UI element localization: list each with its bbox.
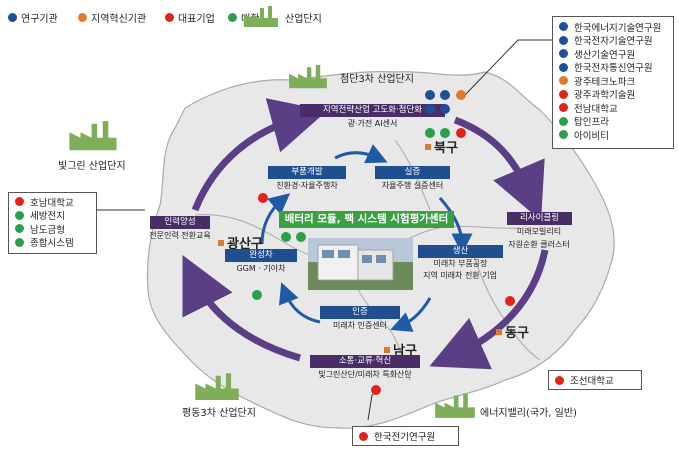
map-dot-university [252,290,262,300]
node-saengsan-sub2: 지역 미래차 전환 기업 [423,271,497,280]
list-dot [15,237,24,247]
node-buyong-sub: 친환경·자율주행차 [276,181,338,190]
energy-valley-label: 에너지밸리(국가, 일반) [480,408,577,419]
node-right-title: 리사이클링 [507,212,572,225]
legend-dot [8,13,17,22]
cheomdan3-label: 첨단3차 산업단지 [340,74,414,85]
map-dot-company [505,296,515,306]
node-silcheung-title: 실증 [375,166,450,179]
list-item: 한국에너지기술연구원 [553,20,673,34]
list-dot [559,89,568,99]
list-item: 한국전기연구원 [353,427,458,445]
list-dot [15,197,24,207]
list-dot [15,210,24,220]
node-wanseongcha-title: 완성차 [225,249,297,262]
district-marker [218,239,224,246]
list-item: 종합시스템 [9,236,96,249]
map-dot-university [281,232,291,242]
node-left-title: 인력양성 [150,216,210,229]
district-marker [384,346,390,353]
list-dot [559,22,568,32]
node-top-sub: 광·가전 AI센서 [347,119,398,128]
district-marker [496,328,502,335]
list-item: 광주테크노파크 [553,74,673,88]
legend-innovation: 지역혁신기관 [78,10,146,25]
district-buk: 북구 [425,137,458,156]
factory-icon [69,121,117,151]
map-dot-university [425,128,435,138]
list-dot [559,130,568,140]
map-dot-research [440,90,450,100]
legend-research: 연구기관 [8,10,58,25]
node-right-sub1: 미래모빌리티 [516,227,562,236]
center-title: 배터리 모듈, 팩 시스템 시험평가센터 [279,211,454,228]
map-dot-research [425,104,435,114]
node-saengsan-title: 생산 [418,245,503,258]
list-item: 한국전자기술연구원 [553,34,673,47]
institution-box-nam: 한국전기연구원 [352,426,459,446]
list-dot [15,224,24,234]
map-dot-university [296,232,306,242]
legend-industrial: 산업단지 [285,14,322,25]
node-left-sub: 전문인력 전환교육 [149,231,211,240]
node-silcheung-sub: 자율주행 실증센터 [381,181,444,190]
map-dot-university [440,128,450,138]
bitgreen-label: 빛그린 산업단지 [58,161,126,172]
legend-company: 대표기업 [165,10,215,25]
list-item: 생산기술연구원 [553,47,673,61]
node-bottom-title: 소통·교류·혁신 [310,355,420,368]
node-wanseongcha-sub: GGM · 기아차 [236,264,286,273]
node-saengsan-sub1: 미래차 부품공장 [433,259,488,268]
list-dot [559,62,568,72]
district-marker [425,143,431,150]
list-item: 호남대학교 [9,195,96,209]
list-dot [559,49,568,59]
institutions-list-north: 한국에너지기술연구원 한국전자기술연구원 생산기술연구원 한국전자통신연구원 광… [552,16,674,149]
node-buyong-title: 부품개발 [268,166,346,179]
list-dot [559,103,568,113]
legend-dot [78,13,87,22]
institution-box-dong: 조선대학교 [548,370,642,390]
list-dot [559,35,568,45]
list-item: 광주과학기술원 [553,88,673,101]
node-injeung-sub: 미래차 인증센터 [332,321,388,330]
map-dot-innovation [456,90,466,100]
list-item: 남도금형 [9,222,96,236]
list-item: 전남대학교 [553,101,673,115]
legend-dot [228,13,237,22]
list-item: 조선대학교 [549,371,641,389]
factory-icon [289,64,327,89]
node-injeung-title: 인증 [320,306,400,319]
district-dong: 동구 [496,322,529,341]
list-item: 세방전지 [9,209,96,222]
map-dot-research [440,104,450,114]
list-item: 한국전자통신연구원 [553,61,673,74]
list-item: 탑인프라 [553,115,673,128]
list-dot [359,431,368,441]
map-dot-company [258,193,268,203]
map-dot-company [371,385,381,395]
node-right-sub2: 자원순환 클러스터 [508,240,570,249]
list-dot [559,76,568,86]
list-dot [559,116,568,126]
map-dot-company [456,128,466,138]
node-top-title: 지역전략산업 고도화·첨단화 [300,104,445,117]
list-item: 아이비티 [553,128,673,142]
factory-icon [195,373,239,401]
district-gwangsan: 광산구 [218,233,263,252]
institutions-list-gwangsan: 호남대학교 세방전지 남도금형 종합시스템 [8,192,97,254]
factory-icon [435,393,475,418]
node-bottom-sub: 빛그린산단/미래차 특화산단 [318,370,412,379]
legend-dot [165,13,174,22]
pyeongdong3-label: 평동3차 산업단지 [182,408,256,419]
factory-icon [244,6,278,27]
map-dot-research [425,90,435,100]
list-dot [555,375,564,385]
